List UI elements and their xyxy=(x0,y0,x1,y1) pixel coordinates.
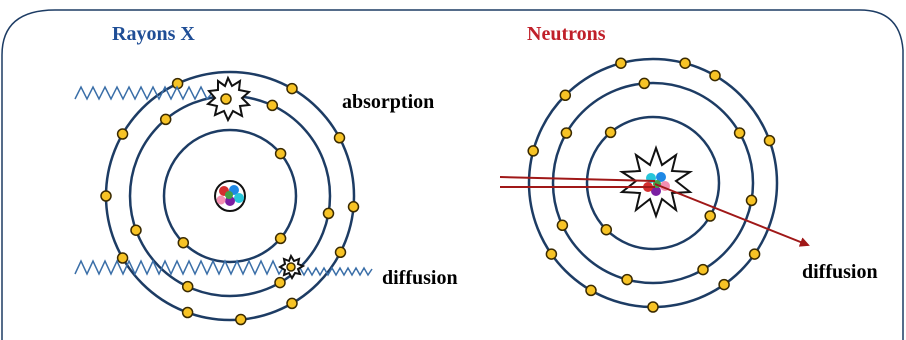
electron xyxy=(600,223,613,236)
electron xyxy=(604,126,617,139)
electron xyxy=(334,246,347,259)
electron xyxy=(615,57,627,69)
electron xyxy=(116,128,129,140)
electron xyxy=(177,236,190,249)
diagram-frame xyxy=(1,9,904,340)
electron xyxy=(266,99,279,112)
electron xyxy=(286,297,298,310)
neutron-orbit-1 xyxy=(585,115,721,251)
neutron-orbit-2 xyxy=(551,81,755,285)
electron xyxy=(286,82,298,95)
electron xyxy=(322,207,335,220)
electron xyxy=(235,313,247,326)
electron xyxy=(116,252,129,264)
xray-diffusion-label: diffusion xyxy=(382,267,458,289)
xray-wave-scattered xyxy=(299,266,373,277)
electron xyxy=(745,194,758,207)
xray-nucleus xyxy=(214,180,246,212)
electron xyxy=(638,77,651,90)
electron xyxy=(697,263,709,276)
neutron-beam-1 xyxy=(499,176,656,182)
xray-title: Rayons X xyxy=(112,23,195,45)
electron xyxy=(748,248,761,260)
scattered-neutron-arrow xyxy=(654,183,810,247)
absorbed-electron xyxy=(220,93,232,105)
absorption-label: absorption xyxy=(342,91,434,113)
electron xyxy=(274,276,286,289)
electron xyxy=(733,127,746,139)
electron xyxy=(545,248,558,260)
electron xyxy=(347,201,360,213)
xray-electrons xyxy=(100,77,360,326)
electron xyxy=(704,210,716,222)
electron xyxy=(709,69,721,82)
neutron-title: Neutrons xyxy=(527,23,606,45)
electron xyxy=(333,132,346,144)
electron xyxy=(763,134,776,147)
electron xyxy=(647,301,659,313)
neutron-diffusion-label: diffusion xyxy=(802,261,878,283)
xray-orbit-1 xyxy=(162,128,298,264)
neutron-electrons xyxy=(527,57,776,313)
xray-wave-absorbed xyxy=(74,85,214,101)
electron xyxy=(556,219,569,232)
electron xyxy=(181,280,194,293)
electron xyxy=(274,232,287,245)
electron xyxy=(585,284,597,297)
electron xyxy=(527,145,539,157)
electron xyxy=(181,306,194,319)
neutron-atom xyxy=(527,57,779,313)
electron xyxy=(559,89,572,102)
electron xyxy=(621,273,633,286)
electron xyxy=(274,147,287,160)
electron xyxy=(100,190,112,202)
electron xyxy=(679,57,691,69)
scattering-electron xyxy=(286,262,296,272)
xray-wave-incident xyxy=(74,259,286,276)
electron xyxy=(560,127,573,139)
electron xyxy=(718,278,730,291)
electron xyxy=(130,224,142,236)
electron xyxy=(159,113,172,126)
